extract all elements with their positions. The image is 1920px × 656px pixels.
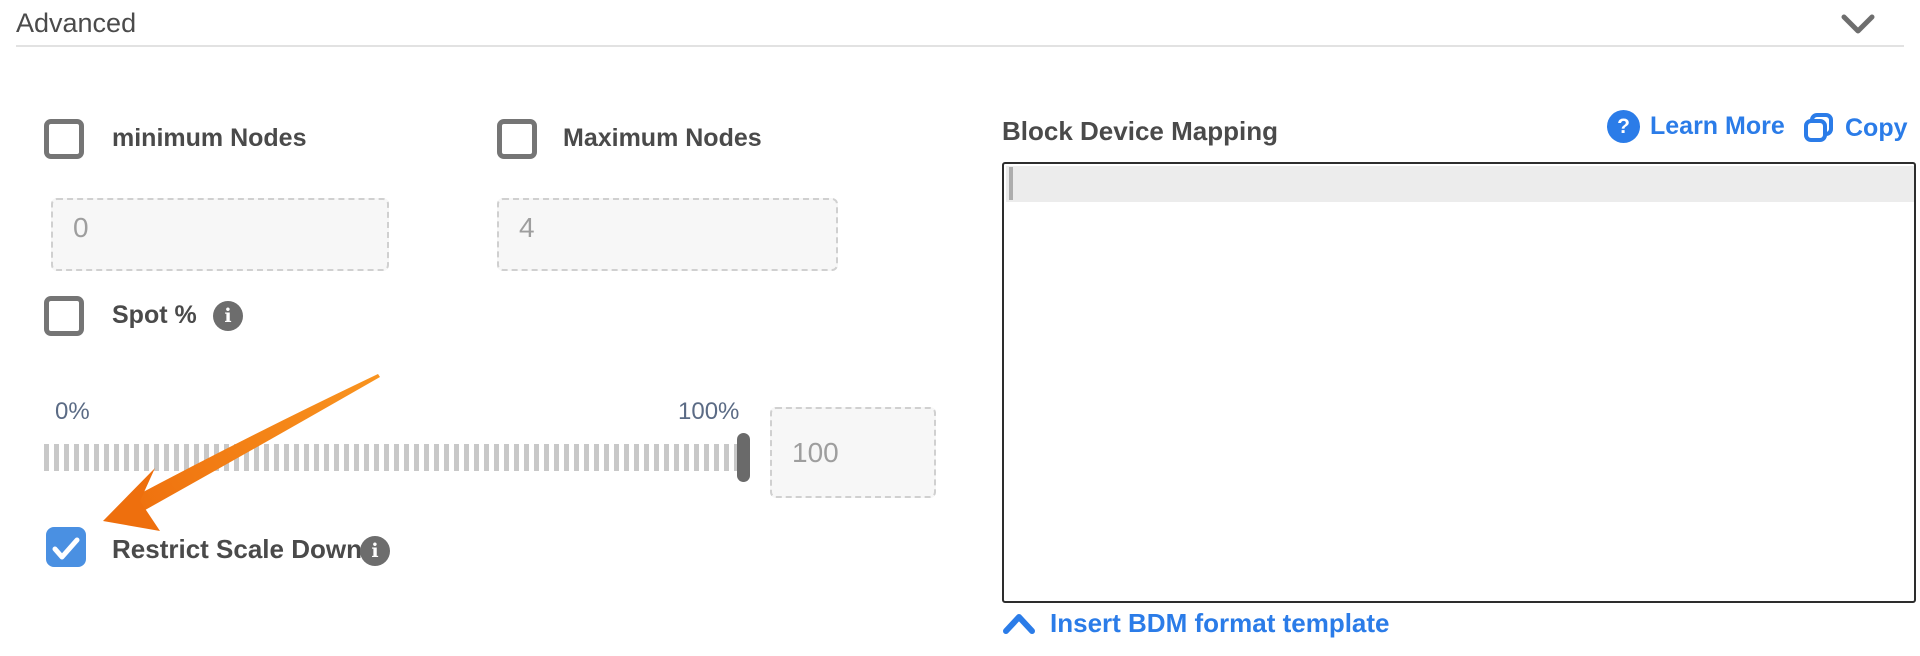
min-nodes-checkbox[interactable] [44,119,84,159]
text-cursor [1009,167,1013,200]
spot-percent-label: Spot % [112,301,197,329]
restrict-scale-down-checkbox[interactable] [46,527,86,567]
check-icon [52,537,80,560]
info-icon[interactable]: i [360,536,390,566]
chevron-up-icon [1003,613,1035,634]
bdm-editor[interactable] [1002,162,1916,603]
learn-more-label: Learn More [1650,112,1785,140]
slider-handle[interactable] [737,433,750,482]
min-nodes-label: minimum Nodes [112,124,307,152]
slider-max-label: 100% [678,398,740,425]
panel-title: Block Device Mapping [1002,116,1278,146]
copy-icon [1804,113,1833,142]
max-nodes-input[interactable] [497,198,838,271]
max-nodes-label: Maximum Nodes [563,124,762,152]
insert-bdm-template-link[interactable]: Insert BDM format template [1002,608,1390,639]
spot-percentage-slider-track[interactable] [44,444,752,471]
page-title: Advanced [16,8,137,38]
header-divider [16,45,1904,47]
slider-min-label: 0% [55,398,90,425]
min-nodes-input[interactable] [51,198,389,271]
insert-link-label: Insert BDM format template [1050,608,1390,638]
learn-more-link[interactable]: ? Learn More [1607,110,1785,143]
restrict-scale-down-label: Restrict Scale Down [112,534,362,564]
max-nodes-checkbox[interactable] [497,119,537,159]
question-circle-icon: ? [1607,110,1640,143]
copy-label: Copy [1845,113,1908,142]
spot-percentage-input[interactable] [770,407,936,498]
copy-button[interactable]: Copy [1803,112,1908,144]
info-icon[interactable]: i [213,301,243,331]
spot-percent-checkbox[interactable] [44,296,84,336]
editor-active-line [1006,166,1914,202]
chevron-down-icon[interactable] [1840,10,1876,38]
